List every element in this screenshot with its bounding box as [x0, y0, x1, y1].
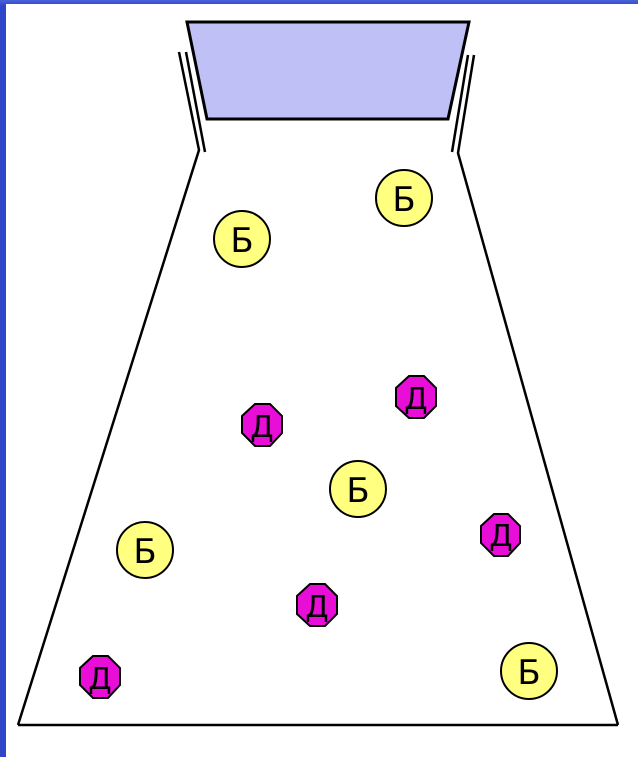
particle-b: Б: [329, 460, 387, 518]
diagram-canvas: [6, 4, 638, 757]
particle-b-label: Б: [517, 653, 540, 693]
particle-a-label: Д: [305, 590, 328, 625]
flask-neck-left: [184, 51, 207, 153]
flask-outline: [16, 51, 620, 727]
particle-a-label: Д: [250, 410, 273, 445]
particle-b-label: Б: [133, 532, 156, 572]
particle-b: Б: [375, 169, 433, 227]
particle-a: Д: [241, 403, 283, 447]
particle-b-label: Б: [230, 221, 253, 261]
flask-left-wall: [16, 51, 201, 726]
particle-a-label: Д: [489, 519, 512, 554]
particle-a: Д: [79, 655, 121, 699]
particle-b-label: Б: [346, 471, 369, 511]
flask-right-wall: [456, 54, 620, 726]
particle-a: Д: [296, 583, 338, 627]
particle-b-label: Б: [392, 180, 415, 220]
flask-neck-right: [450, 54, 470, 153]
particle-b: Б: [500, 642, 558, 700]
particle-a-label: Д: [404, 382, 427, 417]
particle-a: Д: [480, 513, 521, 557]
particle-a-label: Д: [88, 662, 111, 697]
flask-stopper: [185, 20, 471, 121]
particle-b: Б: [116, 521, 174, 579]
particle-b: Б: [213, 210, 271, 268]
particle-a: Д: [395, 375, 437, 419]
